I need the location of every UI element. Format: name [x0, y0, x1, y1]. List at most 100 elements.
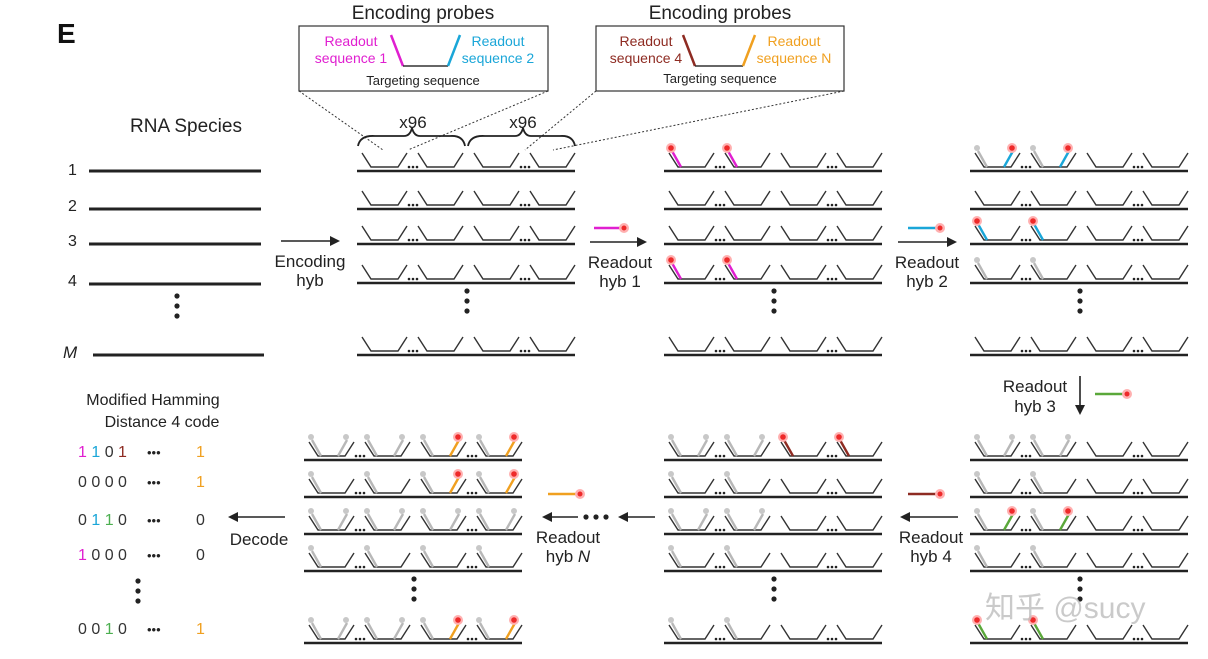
code-ellipsis: •••: [147, 513, 161, 528]
probe-panel: [664, 432, 883, 645]
encoding-probes-callout-1: Encoding probes Readout sequence 1 Reado…: [298, 3, 549, 92]
box1-right-label-line2: sequence 2: [462, 50, 535, 66]
readout-probe: [1030, 257, 1045, 280]
encoding-probe: [1086, 552, 1133, 568]
rna-species-title: RNA Species: [130, 116, 242, 137]
encoding-probe: [668, 190, 715, 206]
encoding-probe: [1030, 190, 1077, 206]
encoding-probe: [1030, 478, 1077, 494]
encoding-probe: [1086, 515, 1133, 531]
encoding-probe: [1086, 264, 1133, 280]
readout-probe: [448, 469, 463, 494]
readout-probe: [476, 471, 491, 494]
encoding-probe: [724, 441, 771, 457]
code-row: 0 0 0 0•••1: [78, 474, 205, 491]
encoding-probe: [308, 624, 355, 640]
code-row: 1 0 0 0•••0: [78, 547, 205, 564]
encoding-probe: [668, 336, 715, 352]
box2-left-label-line1: Readout: [620, 33, 673, 49]
encoding-probe: [1142, 552, 1189, 568]
readout-probe: [696, 434, 709, 457]
encoding-probe: [529, 336, 576, 352]
readout-probe: [448, 508, 461, 531]
code-last-digit: 1: [196, 444, 205, 461]
encoding-probe: [668, 515, 715, 531]
code-last-digit: 1: [196, 621, 205, 638]
readout-probe: [752, 434, 765, 457]
rna-row-label-2: 2: [68, 198, 77, 215]
watermark: 知乎 @sucy: [985, 592, 1145, 625]
svg-text:Readout: Readout: [899, 528, 964, 547]
readout-probe: [974, 257, 989, 280]
encoding-probe: [780, 336, 827, 352]
readout-probe: [696, 508, 709, 531]
encoding-probe: [724, 552, 771, 568]
svg-text:1 0 0 0: 1 0 0 0: [78, 547, 127, 564]
readout-probe: [476, 508, 491, 531]
readout-probe: [974, 145, 989, 168]
readout-probe: [1002, 506, 1017, 531]
readout-probe: [336, 617, 349, 640]
step-readout-hyb-4: Readout hyb 4: [899, 489, 964, 566]
box1-left-label-line1: Readout: [325, 33, 378, 49]
encoding-probe: [417, 336, 464, 352]
svg-text:0 0 1 0: 0 0 1 0: [78, 621, 127, 638]
encoding-probe: [308, 515, 355, 531]
encoding-probe: [724, 336, 771, 352]
readout-probe: [364, 617, 379, 640]
code-row: 0 1 1 0•••0: [78, 512, 205, 529]
code-last-digit: 1: [196, 474, 205, 491]
probe-panel: [357, 152, 576, 357]
readout-probe: [392, 617, 405, 640]
rna-row-label-1: 1: [68, 162, 77, 179]
encoding-probe: [974, 552, 1021, 568]
code-vertical-ellipsis: [135, 578, 141, 604]
encoding-probe: [724, 225, 771, 241]
encoding-probe: [476, 624, 523, 640]
encoding-probe: [1030, 624, 1077, 640]
encoding-probe: [473, 225, 520, 241]
encoding-probe: [724, 190, 771, 206]
readout-probe: [752, 508, 765, 531]
readout-probe: [666, 143, 683, 168]
svg-text:hyb 1: hyb 1: [599, 272, 641, 291]
readout-probe: [504, 432, 519, 457]
readout-probe: [1002, 143, 1017, 168]
code-ellipsis: •••: [147, 622, 161, 637]
encoding-probe: [836, 152, 883, 168]
encoding-probe: [364, 624, 411, 640]
encoding-probe: [1142, 515, 1189, 531]
readout-probe: [504, 615, 519, 640]
step-readout-hyb-2: Readout hyb 2: [895, 223, 960, 291]
encoding-probe: [1086, 441, 1133, 457]
panel-letter: E: [57, 18, 76, 49]
readout-probe: [420, 471, 435, 494]
svg-text:Readout: Readout: [895, 253, 960, 272]
encoding-probe: [361, 264, 408, 280]
code-ellipsis: •••: [147, 548, 161, 563]
code-title-line1: Modified Hamming: [86, 392, 219, 409]
rna-row-label-3: 3: [68, 233, 77, 250]
encoding-probe: [1030, 152, 1077, 168]
encoding-probe: [364, 552, 411, 568]
encoding-probe: [476, 441, 523, 457]
readout-probe: [448, 432, 463, 457]
encoding-probe: [724, 624, 771, 640]
encoding-probes-title-2: Encoding probes: [649, 3, 792, 24]
encoding-probe: [473, 190, 520, 206]
hamming-code-table: Modified Hamming Distance 4 code 1 1 0 1…: [78, 392, 220, 638]
readout-probe: [668, 617, 683, 640]
encoding-probe: [780, 478, 827, 494]
readout-probe: [308, 471, 323, 494]
readout-probe: [308, 617, 323, 640]
encoding-probe: [836, 190, 883, 206]
encoding-probe: [780, 225, 827, 241]
rna-row-label-4: 4: [68, 273, 77, 290]
svg-text:hyb 4: hyb 4: [910, 547, 952, 566]
encoding-probe: [361, 190, 408, 206]
readout-probe: [420, 545, 435, 568]
readout-probe: [308, 508, 323, 531]
encoding-probe: [836, 441, 883, 457]
encoding-probe: [836, 264, 883, 280]
